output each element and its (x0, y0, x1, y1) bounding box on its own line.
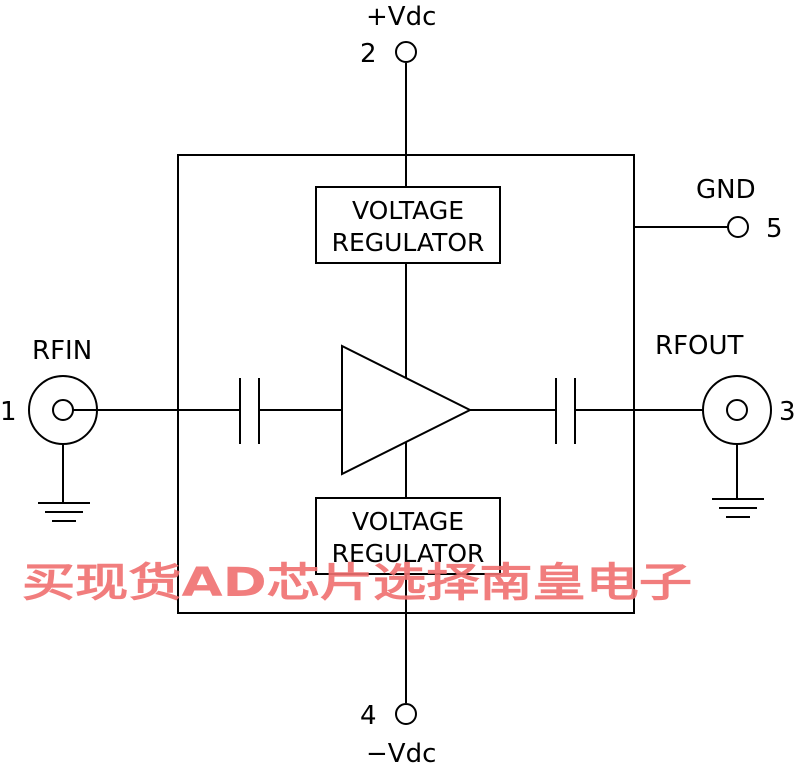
amplifier-triangle (341, 344, 473, 476)
pin-4-label: −Vdc (366, 739, 436, 769)
top-regulator-line2: REGULATOR (332, 228, 485, 257)
pin-2-number: 2 (360, 39, 377, 69)
rf-out-label: RFOUT (655, 331, 744, 361)
bottom-voltage-regulator (315, 497, 501, 575)
pin-5-terminal[interactable] (727, 216, 749, 238)
pin-4-terminal[interactable] (395, 703, 417, 725)
pin-3-number: 3 (779, 397, 796, 427)
pin-1-terminal[interactable] (52, 399, 74, 421)
rf-in-label: RFIN (32, 336, 92, 366)
watermark: 买现货AD芯片选择南皇电子 (22, 560, 692, 606)
pin-2-terminal[interactable] (395, 41, 417, 63)
ground-icon (712, 498, 764, 518)
bottom-regulator-line1: VOLTAGE (352, 507, 464, 536)
pin-5-label: GND (696, 175, 756, 205)
bottom-regulator-line2: REGULATOR (332, 539, 485, 568)
pin-1-number: 1 (0, 397, 17, 427)
top-regulator-line1: VOLTAGE (352, 196, 464, 225)
pin-4-number: 4 (360, 701, 377, 731)
pin-2-label: +Vdc (366, 2, 436, 32)
ground-icon (38, 502, 90, 522)
top-voltage-regulator (315, 186, 501, 264)
pin-3-terminal[interactable] (726, 399, 748, 421)
pin-5-number: 5 (766, 214, 783, 244)
